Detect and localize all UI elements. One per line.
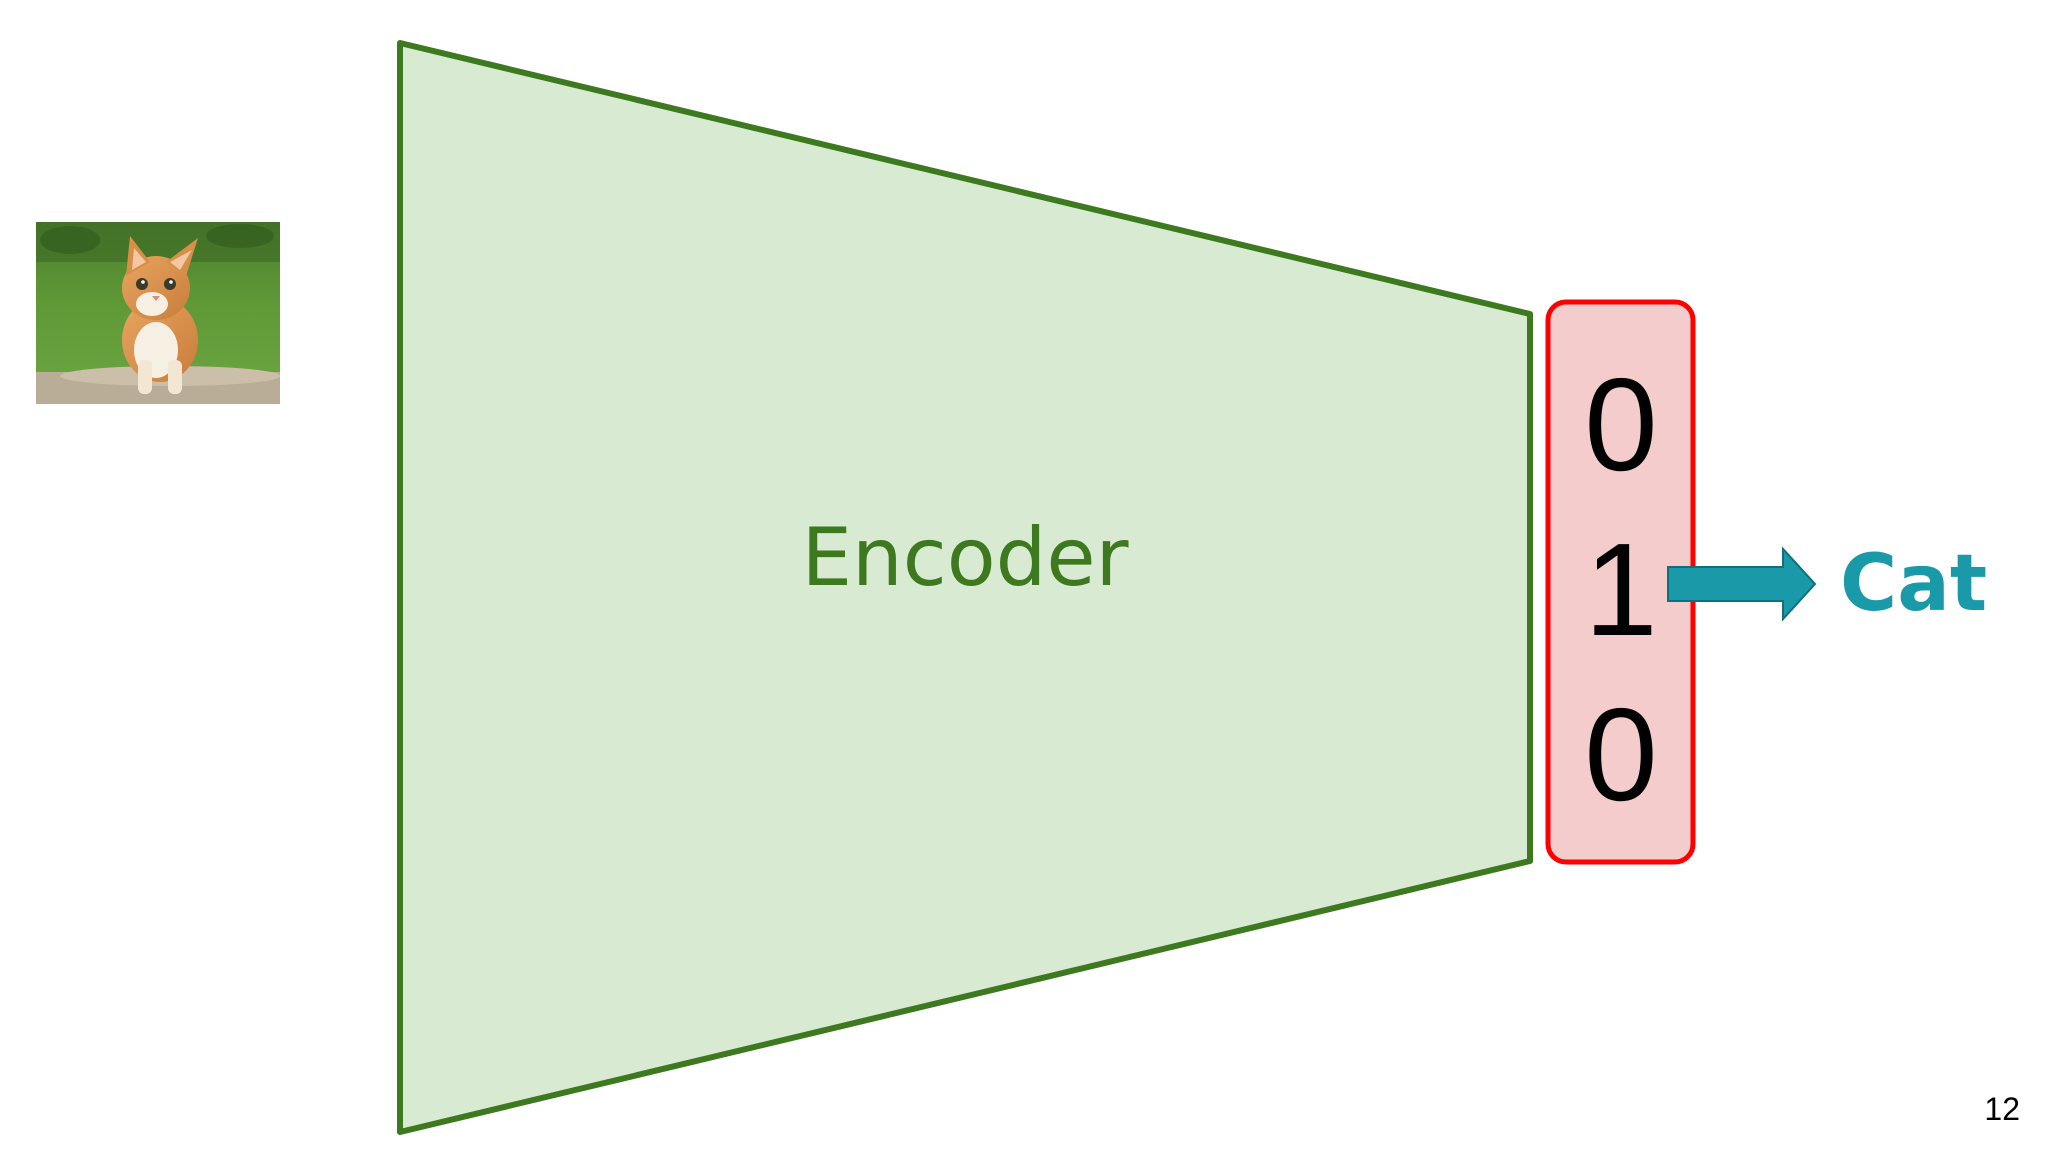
page-number: 12 xyxy=(1984,1091,2020,1127)
encoder-label: Encoder xyxy=(801,511,1128,604)
encoder-block xyxy=(397,40,1533,1135)
output-vector-value-0: 0 xyxy=(1584,351,1657,498)
class-label: Cat xyxy=(1840,539,1987,629)
output-vector-value-2: 0 xyxy=(1584,681,1657,828)
right-arrow-icon xyxy=(1667,546,1817,622)
output-vector-value-1: 1 xyxy=(1584,516,1657,663)
input-image-kitten xyxy=(36,222,280,404)
